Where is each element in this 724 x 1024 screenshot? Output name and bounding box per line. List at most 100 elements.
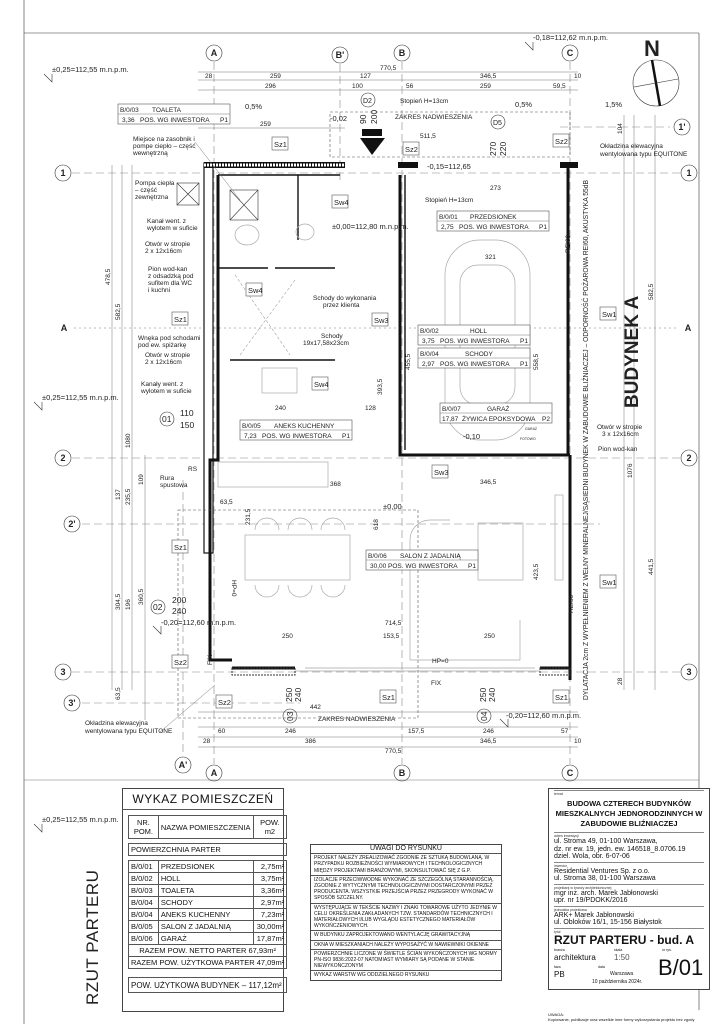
phase: PB <box>554 969 565 979</box>
drawing-text: B <box>399 48 406 58</box>
drawing-text: PRZEDSIONEK <box>470 214 517 221</box>
drawing-text: RS <box>188 466 198 473</box>
drawing-text: i kuchni <box>148 287 170 294</box>
drawing-text: Sz2 <box>174 658 187 667</box>
drawing-text: 346,5 <box>480 738 497 745</box>
drawing-text: GARAŻ <box>525 426 538 431</box>
drawing-text: 100 <box>352 83 363 90</box>
drawing-text: Sz2 <box>555 137 568 146</box>
drawing-text: 1,5% <box>605 100 622 109</box>
total-usable: RAZEM POW. UŻYTKOWA PARTER 47,09m² <box>127 956 288 969</box>
col-header: NR. POM. <box>128 815 159 839</box>
drawing-text: 296 <box>265 83 276 90</box>
drawing-text: ±0,00=112,80 m.n.p.m. <box>332 222 409 231</box>
sheet-title: RZUT PARTERU - bud. A <box>554 932 694 947</box>
cell: B/0/04 <box>128 908 159 921</box>
drawing-text: -0,10 <box>463 432 480 441</box>
north-arrow-icon: N <box>632 36 680 107</box>
drawing-text: Okładzina elewacyjna <box>85 720 148 727</box>
cell: B/0/03 <box>128 884 159 897</box>
room-schedule-table: WYKAZ POMIESZCZEŃ NR. POM.NAZWA POMIESZC… <box>122 788 288 1012</box>
note-item: IZOLACJE PRZECIWWODNE WYKONAĆ ZE SZCZEGÓ… <box>311 876 501 904</box>
drawing-text: B/0/03 <box>120 107 139 114</box>
cell: TOALETA <box>157 884 254 897</box>
cell: ANEKS KUCHENNY <box>157 908 254 921</box>
drawing-text: HOLL <box>470 328 487 335</box>
cell: B/0/04 <box>128 896 159 909</box>
drawing-text: ŻYWICA EPOKSYDOWA <box>462 414 536 423</box>
drawing-text: TOALETA <box>152 107 182 114</box>
drawing-text: FOTOWO <box>520 437 536 441</box>
drawing-text: P2 <box>542 416 550 423</box>
drawing-text: 558,5 <box>533 353 540 370</box>
sofa <box>409 519 521 661</box>
drawing-text: 28 <box>205 73 213 80</box>
label: projektant w branży architektonicznej <box>554 883 704 890</box>
cell: B/0/01 <box>128 860 159 873</box>
note-item: WYSTĘPUJĄCE W TEKŚCIE NAZWY I ZNAKI TOWA… <box>311 904 501 932</box>
washbasin <box>295 223 315 241</box>
drawing-text: Sz2 <box>405 145 418 154</box>
drawing-text: 3 <box>686 667 691 677</box>
drawing-text: D5 <box>493 120 502 127</box>
drawing-text: pompe ciepło – część <box>133 143 196 150</box>
drawing-text: Pion wod-kan <box>148 266 188 273</box>
title-block: temat BUDOWA CZTERECH BUDYNKÓW MIESZKALN… <box>548 788 710 990</box>
office: ARK+ Marek Jabłonowski <box>554 911 634 919</box>
axis-markers: A B' B C A' A B C 1 1' 1 2 2 2' 3 3 3' A… <box>54 44 698 782</box>
dilatation-note: DYLATACJA 2cm Z WYPEŁNIENIEM Z WEŁNY MIN… <box>581 180 590 700</box>
drawing-text: 2 x 12x16cm <box>145 359 182 366</box>
cell: B/0/06 <box>128 932 159 945</box>
cell: 17,87m² <box>252 932 288 945</box>
drawing-title: RZUT PARTERU <box>83 870 102 1005</box>
drawing-text: ±0,00 <box>383 502 402 511</box>
drawing-text: B/0/04 <box>420 351 439 358</box>
drawing-text: 770,5 <box>385 748 402 755</box>
drawing-text: B/0/06 <box>368 553 387 560</box>
stairs <box>234 274 296 356</box>
drawing-text: wewnętrzną <box>132 150 168 157</box>
drawing-text: Sz2 <box>218 698 231 707</box>
drawing-text: 1080 <box>125 433 132 448</box>
drawing-text: 104 <box>617 123 624 134</box>
dimension-lines <box>111 71 656 748</box>
drawing-text: ±0,25=112,55 m.n.p.m. <box>52 65 129 74</box>
drawing-text: 273 <box>490 185 501 192</box>
heat-pump-indoor <box>229 189 259 221</box>
drawing-text: Sw4 <box>248 286 263 295</box>
label: nr rys. <box>662 947 672 952</box>
drawing-text: 770,5 <box>380 65 397 72</box>
drawing-text: z odsadzką pod <box>148 273 194 280</box>
drawing-text: P1 <box>539 224 547 231</box>
cell: B/0/05 <box>128 920 159 933</box>
drawing-text: 250 <box>282 633 293 640</box>
cooktop <box>261 367 298 394</box>
cell: GARAŻ <box>157 932 254 945</box>
entrance-arrow-icon <box>360 138 385 155</box>
cell: SALON Z JADALNIĄ <box>157 920 254 933</box>
drawing-text: 0,5% <box>515 100 532 109</box>
drawing-text: -0,15=112,65 <box>427 162 471 171</box>
drawing-text: B/0/07 <box>442 406 461 413</box>
drawing-text: B/0/02 <box>420 328 439 335</box>
drawing-text: 03 <box>285 711 295 721</box>
drawing-text: 110 <box>180 408 194 418</box>
drawing-text: 3 <box>60 667 65 677</box>
drawing-text: 250 <box>478 688 488 702</box>
dimension-labels: 770,5 28 259 127 346,5 10 296 100 56 259… <box>105 65 655 755</box>
sheet-number: B/01 <box>658 954 704 980</box>
cell: 7,23m² <box>252 908 288 921</box>
col-header: NAZWA POMIESZCZENIA <box>157 815 254 839</box>
drawing-text: 2,97 <box>422 361 435 368</box>
cell: SCHODY <box>157 896 254 909</box>
drawing-text: Sw4 <box>334 198 349 207</box>
drawing-text: B <box>399 768 406 778</box>
